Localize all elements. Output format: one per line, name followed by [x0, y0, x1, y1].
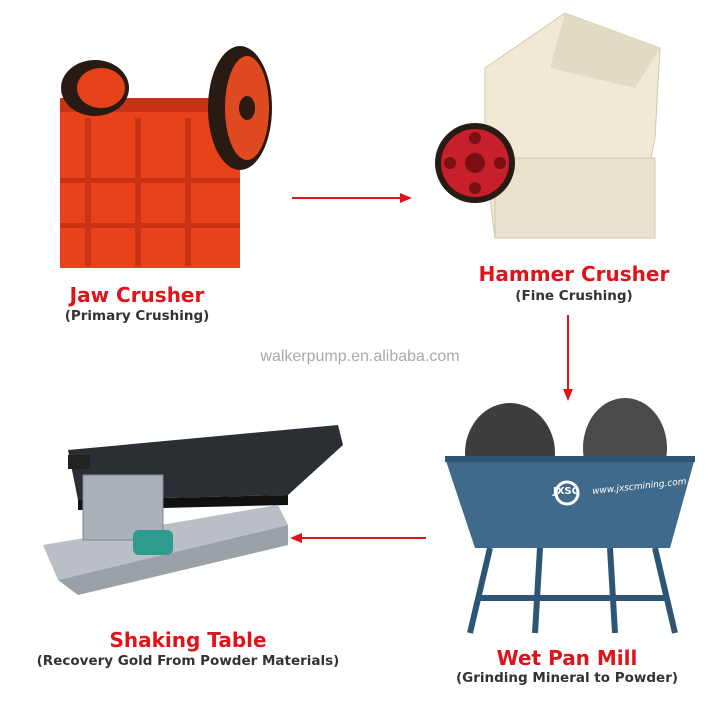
wet-pan-mill-subtitle: (Grinding Mineral to Powder)	[455, 670, 679, 686]
wet-pan-mill-title: Wet Pan Mill	[496, 646, 638, 670]
shaking-table-subtitle: (Recovery Gold From Powder Materials)	[36, 653, 340, 669]
hammer-crusher-image	[435, 12, 661, 239]
jaw-crusher-subtitle: (Primary Crushing)	[64, 308, 210, 324]
watermark: walkerpump.en.alibaba.com	[260, 348, 460, 365]
wet-pan-mill-image	[445, 398, 695, 634]
hammer-crusher-title: Hammer Crusher	[478, 262, 670, 286]
arrow-down-icon	[563, 315, 573, 401]
jaw-crusher-image	[60, 46, 272, 268]
shaking-table-image	[43, 425, 343, 595]
hammer-crusher-subtitle: (Fine Crushing)	[515, 288, 633, 304]
arrow-left-icon	[290, 533, 426, 543]
jaw-crusher-title: Jaw Crusher	[69, 283, 205, 307]
shaking-table-title: Shaking Table	[109, 628, 267, 652]
machine-logo: JXSC	[553, 486, 579, 497]
arrow-right-icon	[292, 193, 412, 203]
